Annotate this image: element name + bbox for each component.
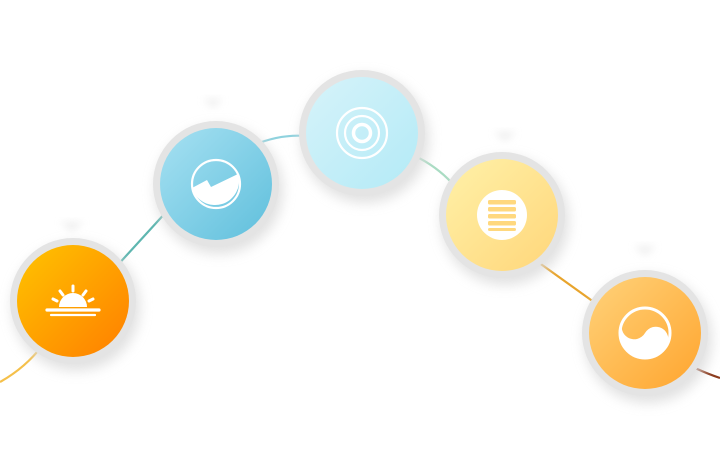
node-target[interactable] [299,70,429,203]
pointer-gauge [203,99,223,108]
node-gauge[interactable] [153,121,283,254]
node-list[interactable] [439,152,569,285]
gauge-icon [190,158,242,210]
pointer-sunrise [60,222,84,232]
node-disc [306,77,418,189]
list-icon [477,190,527,240]
node-sunrise[interactable] [10,238,140,371]
sunrise-icon [45,284,101,317]
pointer-list [494,132,516,142]
node-disc [160,128,272,240]
connector-list-yinyang [537,261,599,306]
target-icon [335,106,389,160]
yin-yang-icon [618,306,672,360]
connector-sunrise-gauge [114,209,169,269]
node-yin-yang[interactable] [582,270,712,403]
pointer-yin-yang [634,246,656,256]
faint-pointers [60,99,656,256]
